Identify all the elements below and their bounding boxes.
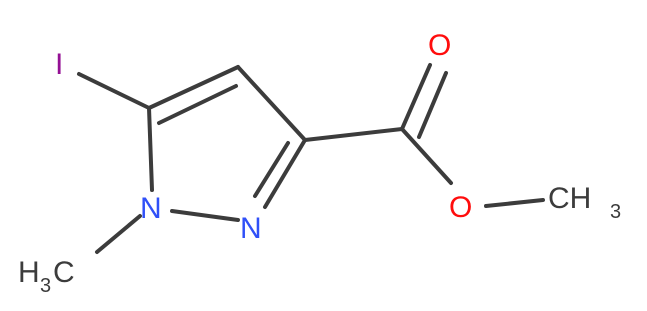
bond-c3-carbonyl — [303, 127, 404, 142]
n-methyl-label: H 3 C — [18, 256, 75, 297]
carbonyl-oxygen-label: O — [428, 29, 451, 62]
n1-label: N — [140, 192, 162, 225]
bonds — [77, 63, 545, 254]
bond-c5-c4 — [147, 65, 240, 110]
ester-oxygen-label: O — [449, 191, 472, 224]
o-methyl-subscript: 3 — [610, 201, 621, 223]
o-methyl-ch: CH — [548, 182, 591, 215]
n-methyl-c: C — [53, 256, 75, 289]
bond-carbonyl-o-double-a — [400, 63, 432, 131]
bond-n2-n1 — [170, 209, 240, 222]
bond-n1-methyl — [95, 214, 142, 254]
iodine-label: I — [55, 48, 63, 81]
bond-c3-n2 — [263, 138, 307, 209]
bond-n1-c5 — [147, 106, 154, 192]
bond-c4-c3 — [236, 65, 307, 142]
bond-c5-iodine — [77, 72, 151, 110]
bond-carbonyl-ester-o — [400, 127, 453, 185]
bond-ester-o-methyl — [484, 198, 545, 208]
bond-c5-c4-double — [157, 84, 238, 125]
n-methyl-h: H — [18, 256, 40, 289]
bond-c3-n2-double — [253, 141, 290, 198]
n2-label: N — [240, 212, 262, 245]
bond-carbonyl-o-double-b — [417, 71, 448, 139]
n-methyl-subscript: 3 — [40, 275, 51, 297]
o-methyl-label: CH 3 — [548, 182, 621, 223]
